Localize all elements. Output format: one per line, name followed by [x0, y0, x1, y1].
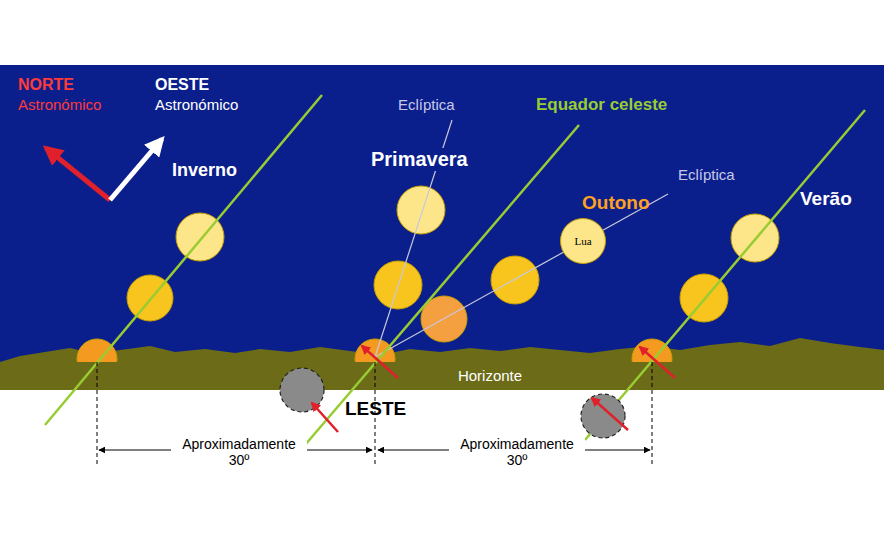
sun-below-horizon — [280, 368, 324, 412]
season-name: Verão — [800, 188, 852, 210]
direction-name: LESTE — [345, 398, 406, 420]
moon-circle: Lua — [560, 218, 606, 264]
horizon-band: Horizonte — [0, 362, 884, 390]
direction-name: NORTE — [18, 76, 74, 94]
dimension-guide — [97, 362, 98, 466]
celestial-equator-line — [305, 125, 579, 445]
motion-arrow — [312, 403, 338, 432]
motion-arrow — [592, 398, 628, 430]
equator-label: Equador celeste — [536, 95, 667, 115]
season-name: Inverno — [172, 160, 237, 181]
dimension-guide — [652, 362, 653, 466]
ecliptic-label: Eclíptica — [678, 166, 735, 183]
sun — [397, 186, 445, 234]
sun-below-horizon — [581, 394, 625, 438]
season-name: Outono — [582, 192, 650, 214]
dimension-label: Aproximadamente 30º — [171, 436, 307, 468]
node-text: Lua — [574, 235, 591, 247]
ecliptic-label: Eclíptica — [398, 96, 455, 113]
direction-qualifier: Astronómico — [18, 96, 101, 113]
diurnal-path-line — [585, 110, 865, 440]
dimension-label: Aproximadamente 30º — [449, 436, 585, 468]
direction-name: OESTE — [155, 76, 209, 94]
season-name: Primavera — [368, 148, 471, 171]
ecliptic-line — [375, 194, 668, 357]
moon-disc — [561, 219, 606, 264]
node-text: Horizonte — [458, 368, 522, 385]
sun — [491, 256, 539, 304]
west-arrow — [110, 139, 162, 200]
sun-positions — [77, 186, 779, 379]
direction-qualifier: Astronómico — [155, 96, 238, 113]
north-arrow — [46, 148, 110, 200]
